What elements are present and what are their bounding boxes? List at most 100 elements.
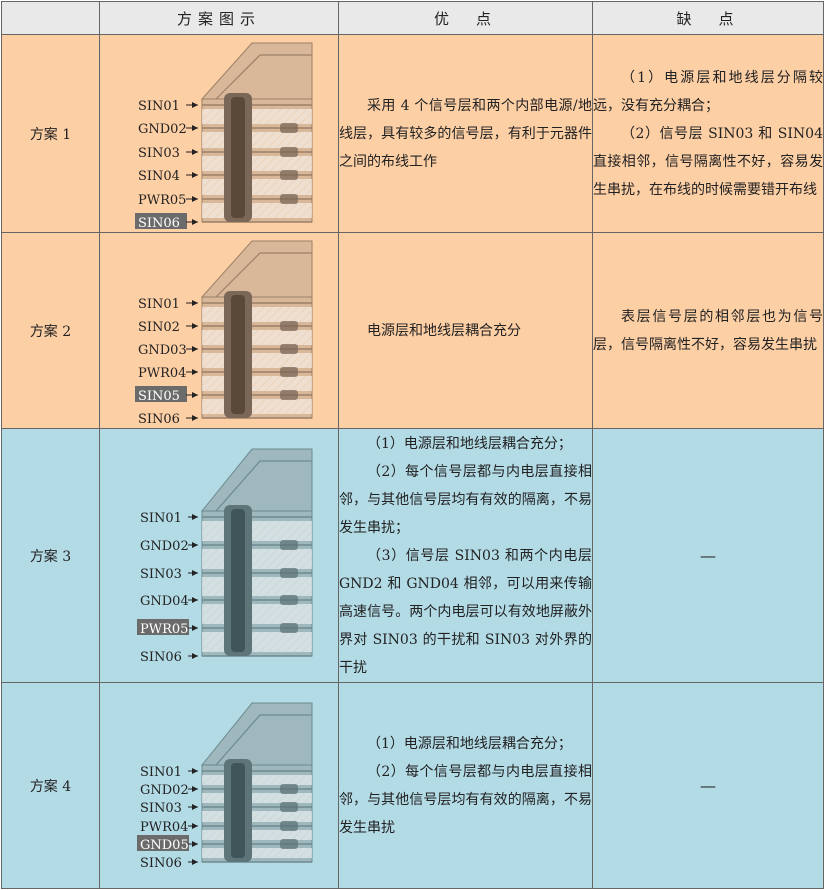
trace-pad xyxy=(280,123,298,133)
layer-label-highlight xyxy=(137,835,189,851)
layer-label: GND02 xyxy=(140,783,189,798)
pros-text: （1）电源层和地线层耦合充分； xyxy=(367,435,572,452)
pros-cell: 采用 4 个信号层和两个内部电源/地线层，具有较多的信号层，有利于元器件之间的布… xyxy=(338,34,593,233)
layer-arrowhead xyxy=(192,149,198,155)
layer-arrowhead xyxy=(192,597,198,603)
layer-arrowhead xyxy=(192,841,198,847)
cons-text: （1）电源层和地线层分隔较远，没有充分耦合； xyxy=(593,69,823,114)
dielectric-layer xyxy=(202,811,312,822)
via-barrel xyxy=(231,97,245,218)
board-shoulder xyxy=(200,42,313,100)
layer-label: GND02 xyxy=(140,539,189,554)
pros-text: （1）电源层和地线层耦合充分； xyxy=(367,735,572,752)
layer-label: SIN05 xyxy=(138,389,180,404)
cons-cell: — xyxy=(592,428,824,683)
layer-label: SIN03 xyxy=(140,567,182,582)
layer-arrowhead xyxy=(192,859,198,865)
layer-arrowhead xyxy=(192,514,198,520)
cons-cell: 表层信号层的相邻层也为信号层，信号隔离性不好，容易发生串扰 xyxy=(592,232,824,429)
dielectric-layer xyxy=(202,577,312,596)
layer-label: GND05 xyxy=(140,838,189,853)
board-shoulder-edge xyxy=(215,714,312,766)
plan-name: 方案 1 xyxy=(1,34,100,233)
layer-arrowhead xyxy=(192,125,198,131)
plan-name: 方案 3 xyxy=(1,428,100,683)
dielectric-layer xyxy=(202,376,312,391)
layer-label: PWR04 xyxy=(140,820,188,835)
pros-cell: （1）电源层和地线层耦合充分； （2）每个信号层都与内电层直接相邻，与其他信号层… xyxy=(338,682,593,889)
layer-label: SIN01 xyxy=(138,99,180,114)
layer-label: SIN06 xyxy=(138,412,180,427)
layer-label: SIN04 xyxy=(138,169,180,184)
dielectric-layer xyxy=(202,549,312,569)
pros-text: 电源层和地线层耦合充分 xyxy=(367,322,521,339)
dielectric-layer xyxy=(202,353,312,368)
layer-arrowhead xyxy=(192,172,198,178)
layer-label: GND02 xyxy=(138,122,187,137)
board-shoulder xyxy=(200,702,313,766)
header-diagram xyxy=(1,1,100,35)
trace-pad xyxy=(280,367,298,377)
trace-pad xyxy=(280,194,298,204)
dielectric-layer xyxy=(202,604,312,624)
trace-pad xyxy=(280,344,298,354)
layer-arrowhead xyxy=(192,415,198,421)
pros-text: （3）信号层 SIN03 和两个内电层 GND2 和 GND04 相邻，可以用来… xyxy=(339,547,592,676)
dielectric-layer xyxy=(202,330,312,345)
pros-cell: 电源层和地线层耦合充分 xyxy=(338,232,593,429)
pros-text: （2）每个信号层都与内电层直接相邻，与其他信号层均有有效的隔离，不易发生串扰； xyxy=(339,463,592,536)
layer-label: SIN06 xyxy=(140,650,182,665)
cons-text: （2）信号层 SIN03 和 SIN04 直接相邻，信号隔离性不好，容易发生串扰… xyxy=(593,125,823,198)
via-barrel xyxy=(231,295,245,414)
header-diagram-label: 方案图示 xyxy=(99,1,339,35)
header-pros: 优 点 xyxy=(338,1,593,35)
dielectric-layer xyxy=(202,156,312,171)
layer-arrowhead xyxy=(192,102,198,108)
trace-pad xyxy=(280,595,298,605)
layer-arrowhead xyxy=(192,323,198,329)
layer-arrowhead xyxy=(192,768,198,774)
layer-arrowhead xyxy=(192,392,198,398)
layer-label: SIN01 xyxy=(140,765,182,780)
layer-arrowhead xyxy=(192,570,198,576)
header-row: 方案图示 优 点 缺 点 xyxy=(1,1,824,35)
trace-pad xyxy=(280,390,298,400)
layer-arrowhead xyxy=(192,196,198,202)
trace-pad xyxy=(280,784,298,794)
dielectric-layer xyxy=(202,632,312,652)
layer-label: SIN03 xyxy=(140,801,182,816)
pros-cell: （1）电源层和地线层耦合充分； （2）每个信号层都与内电层直接相邻，与其他信号层… xyxy=(338,428,593,683)
layer-label-highlight xyxy=(135,386,187,402)
header-cons: 缺 点 xyxy=(592,1,824,35)
dielectric-layer xyxy=(202,775,312,785)
layer-arrowhead xyxy=(192,542,198,548)
trace-pad xyxy=(280,321,298,331)
layer-label: SIN01 xyxy=(140,511,182,526)
cons-cell: — xyxy=(592,682,824,889)
dielectric-layer xyxy=(202,830,312,840)
trace-pad xyxy=(280,568,298,578)
trace-pad xyxy=(280,623,298,633)
layer-label-highlight xyxy=(135,213,187,229)
dielectric-layer xyxy=(202,848,312,858)
layer-label: PWR05 xyxy=(140,622,188,637)
via-barrel xyxy=(231,509,245,652)
layer-label: GND03 xyxy=(138,343,187,358)
plan-name: 方案 4 xyxy=(1,682,100,889)
board-shoulder xyxy=(200,240,313,298)
layer-label: SIN01 xyxy=(138,297,180,312)
dielectric-layer xyxy=(202,179,312,195)
dielectric-layer xyxy=(202,399,312,414)
board-shoulder-edge xyxy=(215,252,312,298)
layer-label: SIN03 xyxy=(138,146,180,161)
dielectric-layer xyxy=(202,132,312,148)
layer-arrowhead xyxy=(192,804,198,810)
